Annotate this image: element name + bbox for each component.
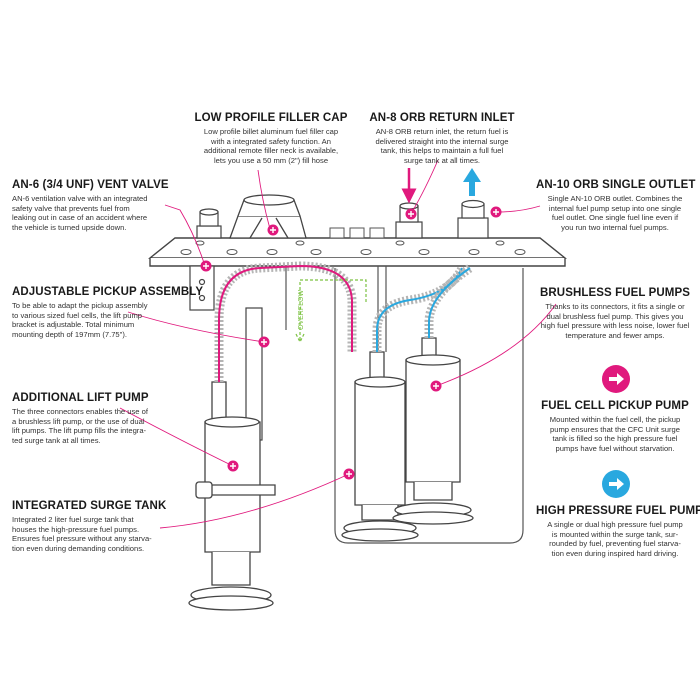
adjustable-bracket [189,265,215,311]
marker-lift-pump [227,460,239,472]
callout-text: AN-6 ventilation valve with an integrate… [12,194,148,232]
plate-holes [180,240,526,255]
callout-hp-pumps: HIGH PRESSURE FUEL PUMPS A single or dua… [536,505,700,558]
callout-single-outlet: AN-10 ORB SINGLE OUTLET Single AN-10 ORB… [536,179,696,232]
lift-pump-body [188,381,276,611]
top-plate-edge [149,258,566,267]
callout-title: LOW PROFILE FILLER CAP [194,112,348,124]
plate-fittings [329,227,385,239]
plus-markers [200,206,502,480]
callout-brushless-pumps: BRUSHLESS FUEL PUMPS Thanks to its conne… [536,287,694,340]
callout-lift-pump: ADDITIONAL LIFT PUMP The three connector… [12,392,172,445]
hp-pump-center [341,351,419,542]
callout-return-inlet: AN-8 ORB RETURN INLET AN-8 ORB return in… [366,112,518,165]
filler-cap [229,194,307,239]
blue-legend-arrow-icon [602,470,630,498]
callout-text: To be able to adapt the pickup assembly … [12,301,148,339]
overflow-label: OVERFLOW [298,290,305,330]
surge-tank-outline [334,268,524,544]
outlet-flow-arrow [463,168,481,196]
hp-pump-right [392,337,474,525]
callout-text: AN-8 ORB return inlet, the return fuel i… [375,127,509,165]
marker-surge-tank [343,468,355,480]
pink-legend-arrow-icon [602,365,630,393]
callout-title: ADDITIONAL LIFT PUMP [12,392,149,404]
callout-filler-cap: LOW PROFILE FILLER CAP Low profile bille… [178,112,364,165]
callout-text: Mounted within the fuel cell, the pickup… [549,415,681,453]
callout-title: BRUSHLESS FUEL PUMPS [539,287,691,299]
return-inlet-fitting [395,202,423,239]
callout-title: AN-8 ORB RETURN INLET [369,112,515,124]
marker-single-outlet [490,206,502,218]
callout-title: HIGH PRESSURE FUEL PUMPS [536,505,700,517]
callout-pickup-assembly: ADJUSTABLE PICKUP ASSEMBLY To be able to… [12,286,204,339]
hp-pump-fuel-line-center [372,265,467,352]
callout-text: The three connectors enables the use of … [12,407,148,445]
callout-text: A single or dual high pressure fuel pump… [547,520,683,558]
hp-pump-fuel-line-right-core [428,267,471,338]
lift-pump-fuel-line-core [218,264,353,382]
callout-title: AN-6 (3/4 UNF) VENT VALVE [12,179,169,191]
marker-return-inlet [405,208,417,220]
single-outlet-fitting [457,199,489,239]
marker-brushless-pumps [430,380,442,392]
callout-vent-valve: AN-6 (3/4 UNF) VENT VALVE AN-6 ventilati… [12,179,172,232]
callout-text: Thanks to its connectors, it fits a sing… [540,302,690,340]
callout-surge-tank: INTEGRATED SURGE TANK Integrated 2 liter… [12,500,172,553]
marker-pickup-assembly [258,336,270,348]
callout-pickup-pump: FUEL CELL PICKUP PUMP Mounted within the… [536,400,694,453]
callout-text: Low profile billet aluminum fuel filler … [203,127,339,165]
overflow-path [295,279,367,344]
vent-valve-fitting [196,208,222,239]
callout-title: ADJUSTABLE PICKUP ASSEMBLY [12,286,204,298]
marker-filler-cap [267,224,279,236]
marker-vent-valve [200,260,212,272]
callout-text: Single AN-10 ORB outlet. Combines the in… [547,194,683,232]
callout-title: INTEGRATED SURGE TANK [12,500,167,512]
callout-text: Integrated 2 liter fuel surge tank that … [12,515,152,553]
leader-lines [119,159,557,529]
callout-title: FUEL CELL PICKUP PUMP [541,400,689,412]
callout-title: AN-10 ORB SINGLE OUTLET [536,179,696,191]
